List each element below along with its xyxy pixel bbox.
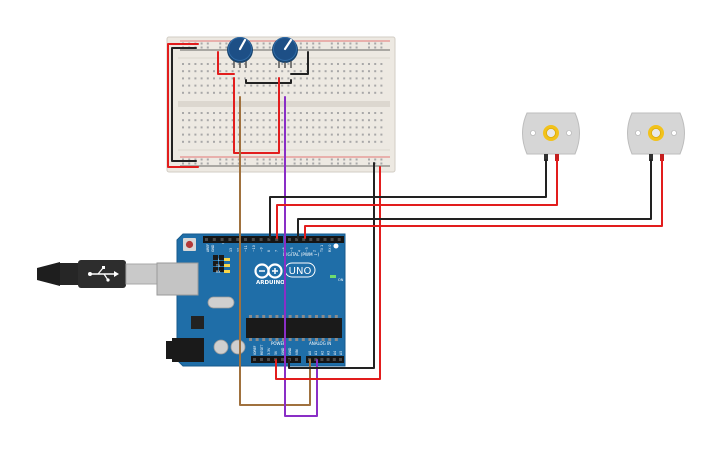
arduino-infinity-logo — [254, 263, 283, 279]
power-label: POWER — [271, 341, 286, 346]
reset-button[interactable] — [183, 238, 196, 251]
wire-black-pot-ground[interactable] — [245, 79, 292, 84]
wire-black-gnd-bb[interactable] — [288, 162, 375, 369]
power-jack — [172, 338, 204, 362]
crystal — [207, 296, 235, 309]
wire-black-left-rail[interactable] — [171, 47, 197, 162]
icsp-header — [213, 255, 224, 272]
digital-pin-label: RX 0 — [328, 245, 332, 252]
digital-header-left — [203, 236, 283, 243]
tx-label: TX — [215, 264, 221, 268]
digital-pin-label: ~11 — [244, 245, 248, 252]
wire-red-motor1[interactable] — [276, 159, 558, 239]
analog-pin-label: A5 — [339, 351, 343, 355]
wire-red-pot1[interactable] — [217, 51, 235, 75]
dc-motor-2[interactable] — [627, 112, 685, 161]
analog-header — [306, 356, 344, 363]
wire-brown-pot1-signal[interactable] — [239, 96, 311, 406]
power-pin-label: GND — [288, 347, 292, 355]
wire-red-5v-bb[interactable] — [275, 166, 381, 380]
capacitor — [213, 339, 229, 355]
digital-label: DIGITAL (PWM ~) — [283, 252, 319, 257]
power-pin-label: 3.3V — [267, 347, 271, 355]
power-pin-label: RESET — [260, 345, 264, 355]
rx-led — [224, 270, 230, 273]
power-pin-label: VIN — [295, 349, 299, 355]
brand-label: ARDUINO — [256, 280, 285, 286]
dc-motor-1[interactable] — [522, 112, 580, 161]
aref-label: AREF — [206, 244, 210, 252]
digital-pin-label: 4 — [297, 250, 301, 252]
digital-pin-label: ~9 — [259, 247, 263, 252]
digital-pin-label: ~10 — [252, 245, 256, 252]
arduino-uno[interactable]: UNO ARDUINO DIGITAL (PWM ~) POWER ANALOG… — [156, 233, 346, 367]
wire-red-motor2[interactable] — [304, 159, 663, 239]
digital-pin-label: 12 — [237, 248, 241, 252]
on-label: ON — [338, 278, 344, 282]
usb-chip — [191, 316, 204, 329]
model-label: UNO — [289, 266, 312, 277]
wire-purple-pot2-signal[interactable] — [284, 96, 318, 417]
usb-icon — [88, 266, 119, 282]
power-pin-label: IOREF — [253, 345, 257, 355]
digital-pin-label: TX 1 — [320, 245, 324, 253]
wire-red-pot-bridge[interactable] — [233, 96, 280, 154]
l-label: L — [218, 258, 220, 262]
wire-black-motor2[interactable] — [297, 159, 652, 239]
analog-pin-label: A4 — [333, 351, 337, 355]
capacitor — [230, 339, 246, 355]
analog-pin-label: A0 — [308, 351, 312, 355]
breadboard[interactable] — [166, 36, 396, 173]
digital-pin-label: ~3 — [305, 247, 309, 252]
analog-pin-label: A1 — [314, 351, 318, 355]
power-pin-label: GND — [281, 347, 285, 355]
analog-label: ANALOG IN — [309, 341, 331, 346]
wire-black-motor1[interactable] — [269, 159, 547, 239]
atmega-chip — [246, 315, 342, 341]
digital-pin-label: ~5 — [290, 247, 294, 252]
wire-red-left-rail[interactable] — [167, 43, 199, 168]
gnd-label: GND — [211, 244, 215, 252]
usb-jack — [156, 262, 199, 296]
digital-pin-label: 8 — [267, 250, 271, 252]
power-pin-label: 5V — [274, 350, 278, 355]
digital-pin-label: 2 — [313, 250, 317, 252]
tx-led — [224, 264, 230, 267]
digital-header-right — [286, 236, 344, 243]
digital-pin-label: 13 — [229, 248, 233, 252]
analog-pin-label: A3 — [327, 351, 331, 355]
analog-pin-label: A2 — [320, 351, 324, 355]
rx-label: RX — [216, 270, 221, 274]
potentiometer-1[interactable] — [227, 37, 253, 68]
potentiometer-2[interactable] — [272, 37, 298, 68]
on-led — [330, 275, 336, 278]
mounting-hole — [333, 243, 339, 249]
wire-black-pot2[interactable] — [290, 51, 309, 75]
usb-cable[interactable] — [37, 260, 159, 288]
digital-pin-label: 7 — [275, 250, 279, 252]
power-jack-tip — [166, 341, 174, 359]
l-led — [224, 258, 230, 261]
